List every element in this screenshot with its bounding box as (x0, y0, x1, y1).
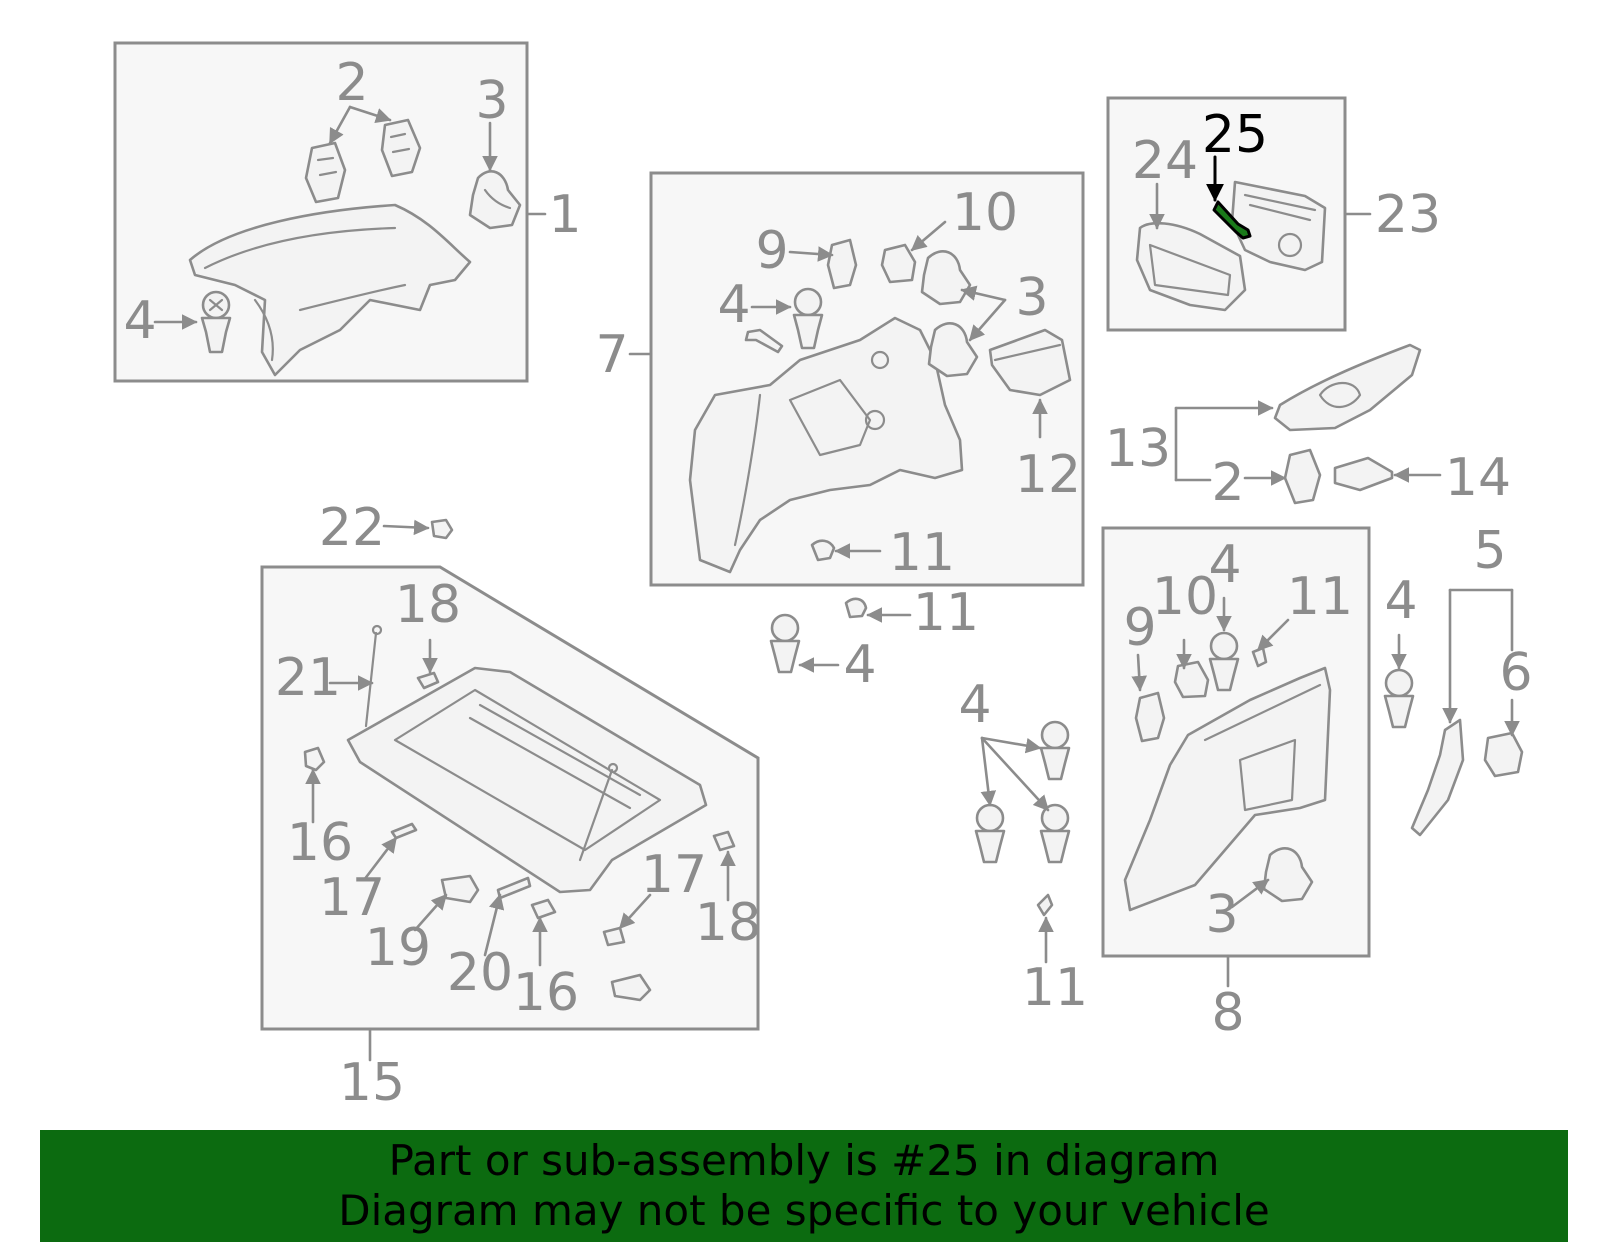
clip-part-11-c (844, 597, 868, 619)
package-tray-part-15 (346, 666, 708, 894)
bulb-part-25-highlighted (1212, 200, 1252, 240)
label-10-b: 10 (1152, 567, 1218, 627)
label-2-a: 2 (335, 53, 368, 113)
retainer-part-3-c (927, 322, 979, 378)
label-7: 7 (595, 325, 628, 385)
clip-part-9-a (826, 238, 858, 290)
label-12: 12 (1015, 445, 1081, 505)
clip-part-17-b (602, 926, 626, 947)
label-11-b: 11 (1287, 567, 1353, 627)
bolt-part-4-c (744, 328, 784, 354)
label-24: 24 (1132, 131, 1198, 191)
label-13: 13 (1105, 419, 1171, 479)
screw-part-4-e (1383, 668, 1415, 729)
label-3-a: 3 (475, 71, 508, 131)
label-21: 21 (275, 648, 341, 708)
label-4-a: 4 (123, 291, 156, 351)
retainer-part-3-b (920, 250, 972, 306)
label-11-d: 11 (1022, 958, 1088, 1018)
retainer-part-3-a (468, 170, 522, 230)
clip-part-10-b (1173, 660, 1210, 699)
bracket-part-6 (1483, 731, 1524, 778)
trim-panel-part-8 (1123, 666, 1332, 912)
clip-part-18-b (712, 830, 736, 852)
screw-part-4-g (1039, 720, 1071, 781)
label-11-c: 11 (913, 583, 979, 643)
bracket-part-15-extra (610, 973, 652, 1002)
label-19: 19 (365, 918, 431, 978)
clip-part-16-b (530, 898, 557, 920)
label-4-b: 4 (717, 275, 750, 335)
label-3-b: 3 (1015, 268, 1048, 328)
label-18-a: 18 (395, 575, 461, 635)
clip-part-2-b (380, 118, 422, 178)
trim-part-13 (1273, 343, 1422, 432)
label-5: 5 (1473, 521, 1506, 581)
label-17-a: 17 (319, 868, 385, 928)
clip-part-11-a (810, 539, 836, 562)
retainer-part-3-d (1262, 847, 1314, 903)
quarter-trim-panel-part-1 (188, 203, 472, 377)
clip-part-2-c (1283, 448, 1322, 505)
lens-part-24 (1135, 221, 1247, 312)
screw-part-4-f (769, 613, 801, 674)
pad-part-14 (1333, 456, 1394, 492)
clip-part-11-d (1036, 893, 1054, 917)
label-4-d: 4 (1384, 571, 1417, 631)
screw-part-4-h (974, 803, 1006, 864)
label-11-a: 11 (889, 523, 955, 583)
label-23: 23 (1375, 185, 1441, 245)
label-20: 20 (447, 943, 513, 1003)
clip-part-18-a (416, 671, 440, 690)
label-22: 22 (319, 498, 385, 558)
label-15: 15 (339, 1053, 405, 1113)
info-banner: Part or sub-assembly is #25 in diagram D… (40, 1130, 1568, 1242)
clip-part-2-a (304, 141, 347, 204)
label-18-b: 18 (695, 893, 761, 953)
banner-line-1: Part or sub-assembly is #25 in diagram (388, 1136, 1220, 1185)
pillar-trim-part-5 (1410, 718, 1465, 837)
label-4-f: 4 (958, 675, 991, 735)
label-2-b: 2 (1211, 453, 1244, 513)
clip-part-9-b (1134, 691, 1166, 743)
screw-part-4-d (1208, 631, 1240, 692)
label-16-b: 16 (513, 963, 579, 1023)
screw-part-4-i (1039, 803, 1071, 864)
label-9-a: 9 (755, 221, 788, 281)
label-25-highlighted: 25 (1202, 105, 1268, 165)
label-8: 8 (1211, 983, 1244, 1043)
bracket-part-19 (440, 874, 480, 904)
cover-part-12 (988, 328, 1072, 397)
label-4-c: 4 (1208, 535, 1241, 595)
clip-part-10-a (880, 243, 917, 284)
label-16-a: 16 (287, 813, 353, 873)
label-3-c: 3 (1205, 885, 1238, 945)
screw-part-4-b (792, 287, 824, 350)
banner-line-2: Diagram may not be specific to your vehi… (338, 1186, 1270, 1235)
label-14: 14 (1445, 448, 1511, 508)
label-10-a: 10 (952, 183, 1018, 243)
label-9-b: 9 (1123, 598, 1156, 658)
trim-panel-part-7 (688, 316, 964, 574)
label-4-e: 4 (843, 635, 876, 695)
label-6: 6 (1499, 643, 1532, 703)
screw-part-4-a (200, 290, 232, 354)
clip-part-16-a (303, 746, 326, 772)
clip-part-17-a (390, 822, 418, 840)
label-17-b: 17 (641, 845, 707, 905)
label-1: 1 (548, 185, 581, 245)
clip-part-22 (430, 518, 454, 540)
